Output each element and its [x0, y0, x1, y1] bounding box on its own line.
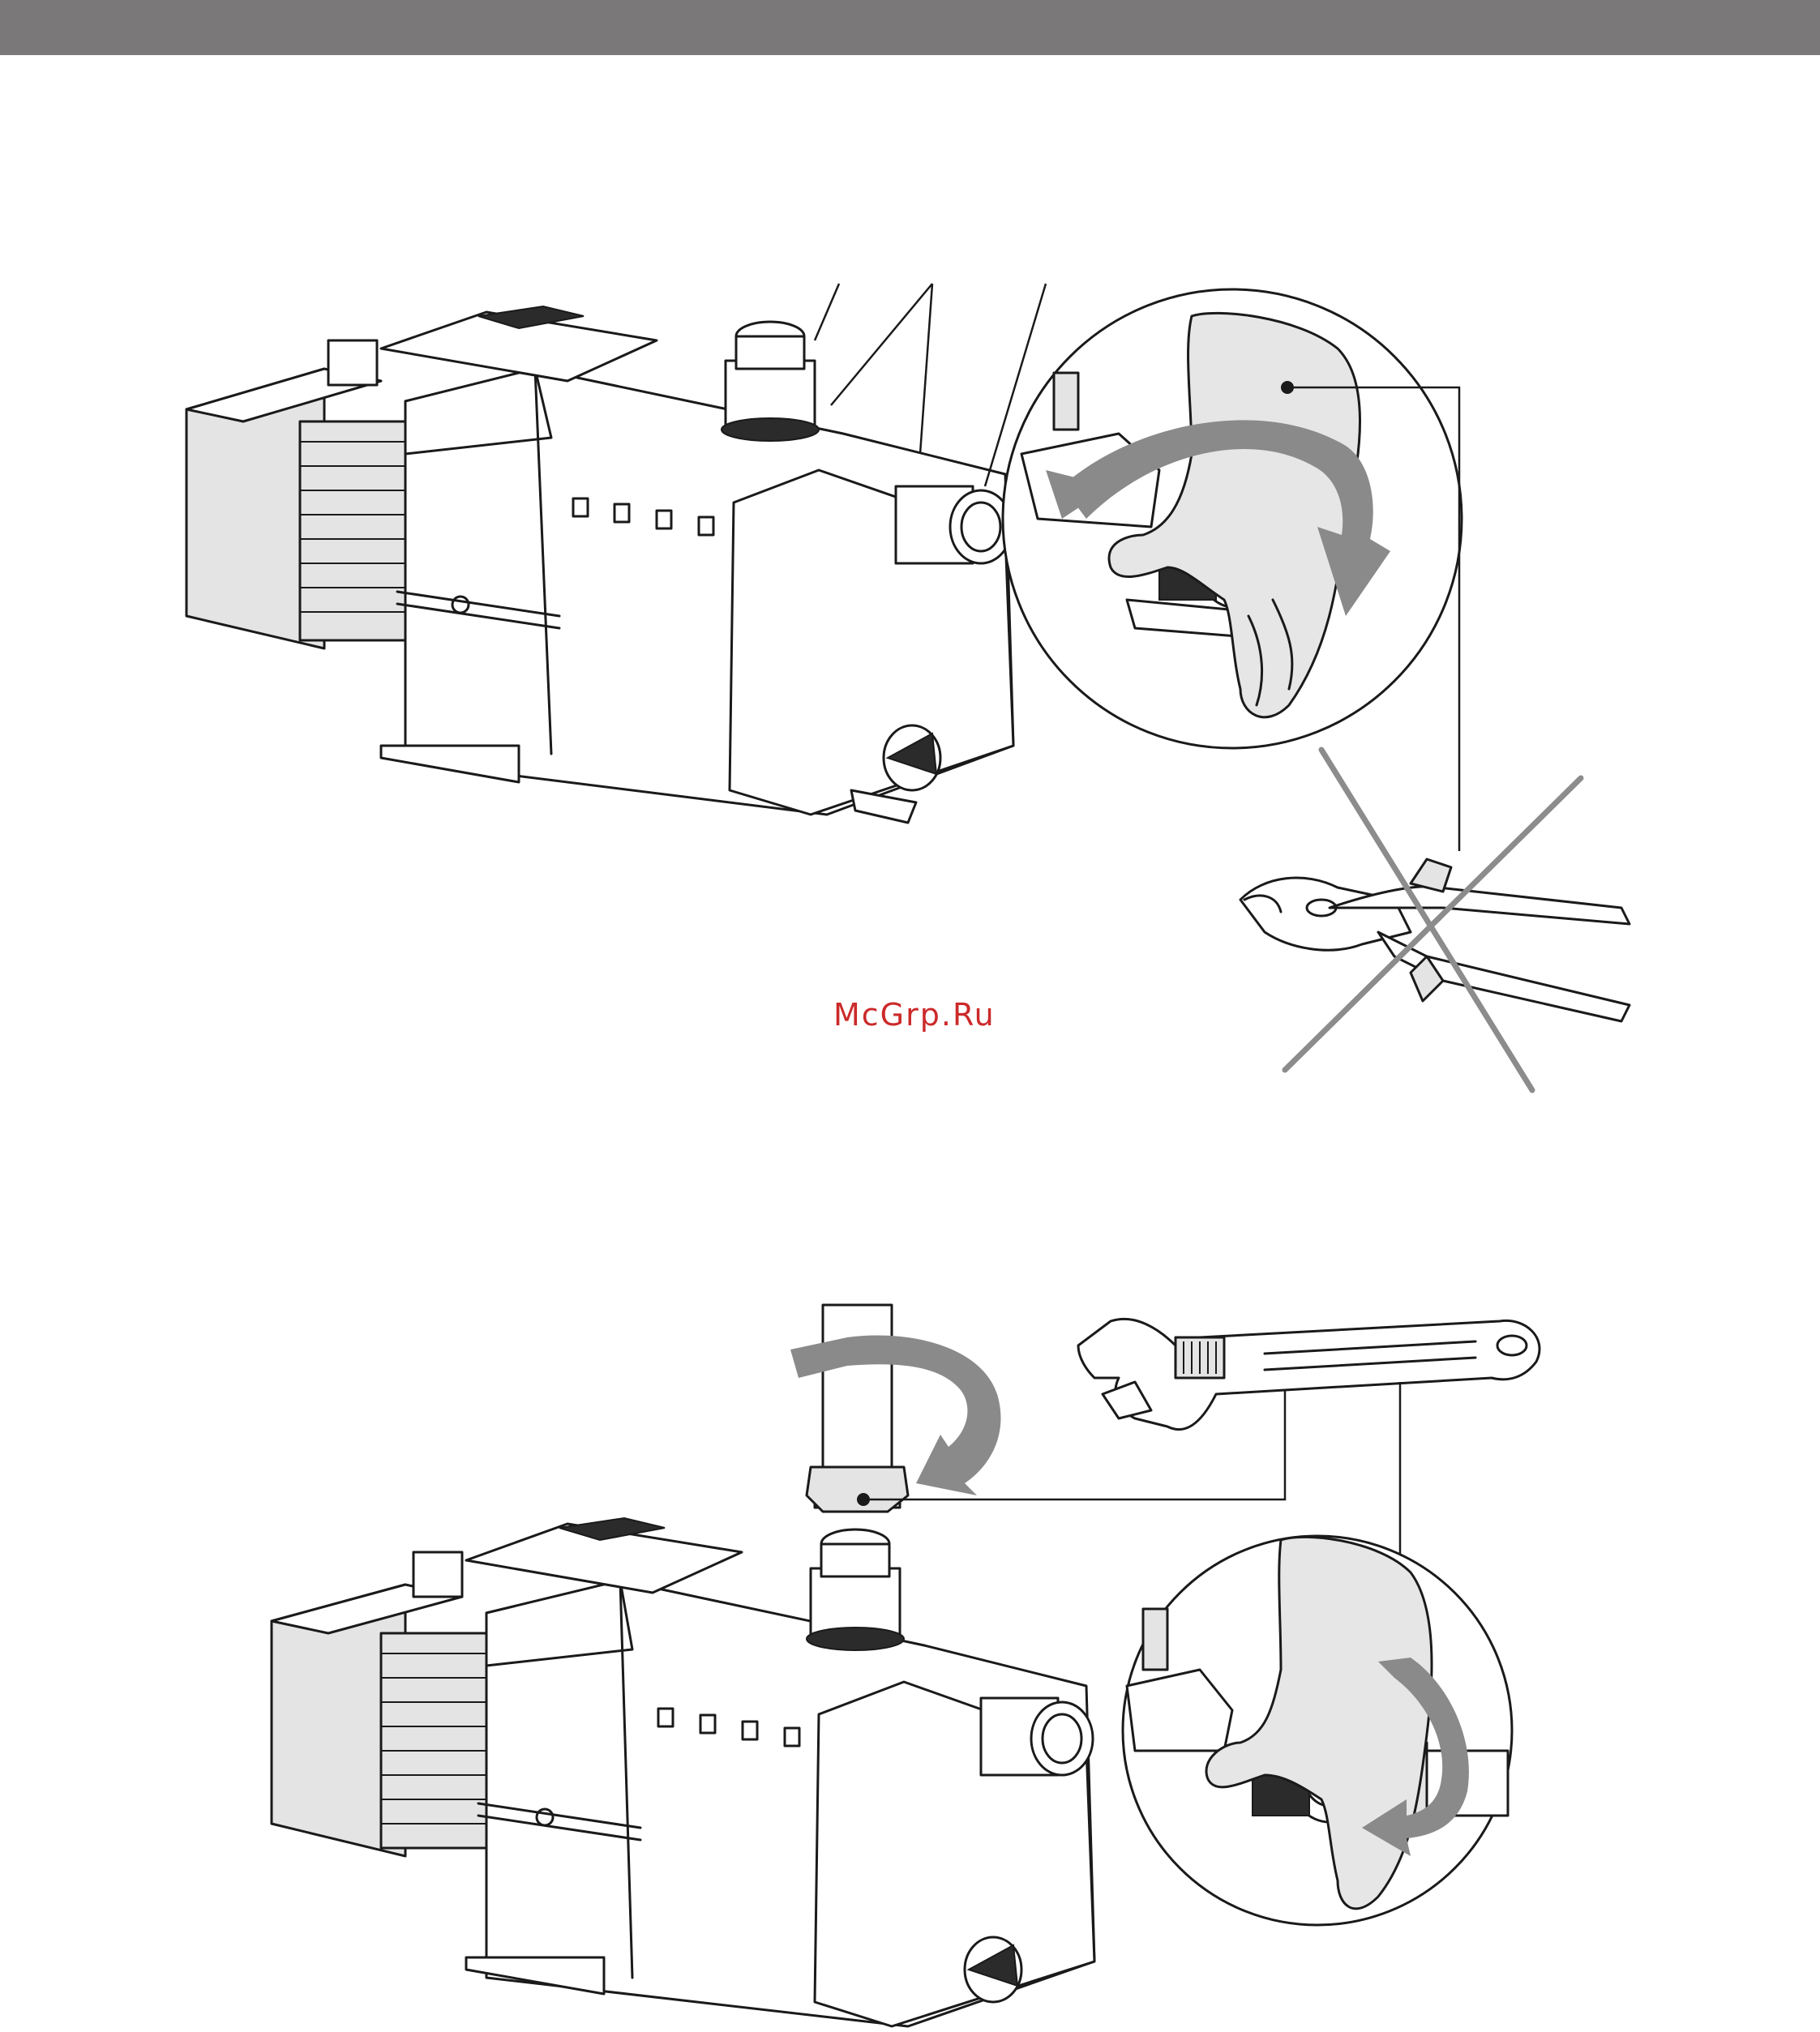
pump-top-outlet: [722, 322, 819, 441]
pliers-icon: [1240, 859, 1629, 1021]
watermark-text: McGrp.Ru: [833, 997, 996, 1033]
pump-bottom-motor-fins: [381, 1633, 486, 1848]
pump-top-motor-fins: [300, 421, 405, 640]
pump-bottom-outlet: [807, 1529, 904, 1650]
pump-top-drain-plug: [884, 725, 940, 790]
pump-top-foot: [381, 746, 519, 782]
pump-bottom: [272, 1518, 1094, 2026]
pump-bottom-drain-plug: [965, 1937, 1021, 2002]
pump-top-inlet: [896, 486, 1012, 563]
adjustable-wrench-icon: [1078, 1319, 1540, 1429]
pump-bottom-inlet: [981, 1698, 1093, 1775]
pipe-nut: [807, 1467, 908, 1512]
pump-top: [186, 284, 1046, 823]
pump-top-cable-gland: [328, 340, 377, 385]
detail-circle-top: [1003, 289, 1462, 748]
pump-bottom-cable-gland: [413, 1552, 462, 1597]
detail-circle-bottom: [1123, 1536, 1512, 1925]
